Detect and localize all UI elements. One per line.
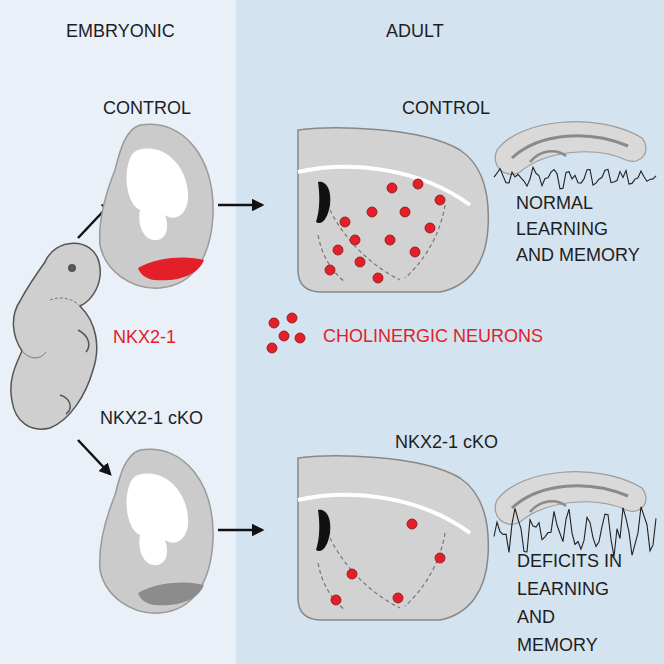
adult-section-cko (298, 456, 488, 620)
embryonic-hemisphere (100, 124, 213, 288)
embryonic-hemisphere-cko (100, 449, 213, 613)
condition-label: CONTROL (402, 96, 490, 120)
eeg-normal (494, 167, 656, 189)
embryo (11, 243, 100, 429)
panel-heading: ADULT (386, 19, 444, 43)
outcome-label: NORMAL LEARNING AND MEMORY (516, 190, 644, 268)
eeg-traces (494, 167, 656, 556)
condition-label: NKX2-1 cKO (395, 430, 498, 454)
adult-section (298, 128, 488, 292)
hippocampus-cko (495, 472, 646, 525)
neuron-dots (267, 313, 305, 353)
eeg-abnormal (494, 507, 656, 557)
legend-text: CHOLINERGIC NEURONS (323, 324, 543, 348)
condition-label: CONTROL (103, 96, 191, 120)
gene-label: NKX2-1 (113, 325, 176, 349)
condition-label: NKX2-1 cKO (100, 406, 203, 430)
hippocampus (495, 122, 646, 175)
panel-heading: EMBRYONIC (66, 19, 175, 43)
outcome-label: DEFICITS IN LEARNING AND MEMORY (517, 547, 629, 659)
